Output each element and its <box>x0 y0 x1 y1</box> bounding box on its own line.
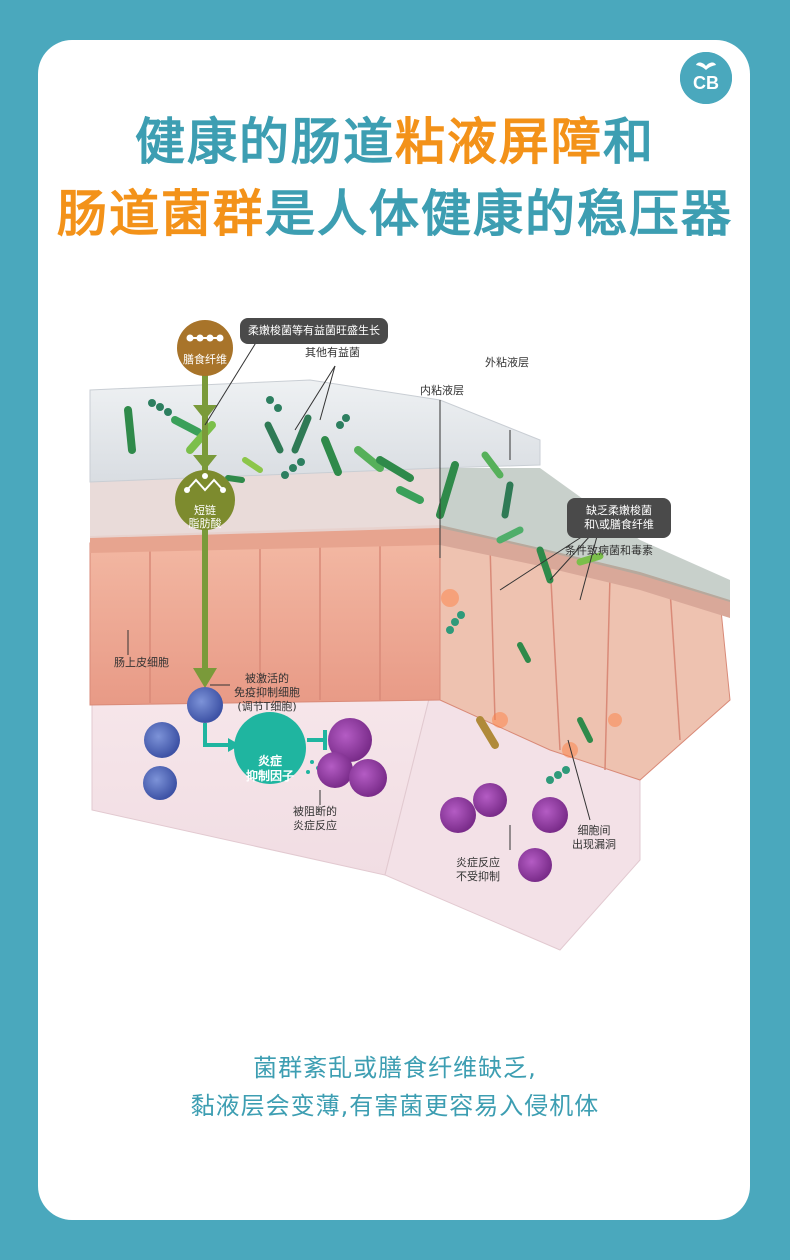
beneficial-bacteria <box>124 406 514 519</box>
cb-leaf-logo: CB <box>680 52 732 104</box>
outer-mucus-label: 外粘液层 <box>485 356 529 369</box>
uncontrolled-inflammation-label: 炎症反应 不受抑制 <box>456 856 500 884</box>
inner-mucus-label: 内粘液层 <box>420 384 464 397</box>
epithelial-cell-label: 肠上皮细胞 <box>114 656 169 669</box>
mucus-inner-left <box>90 465 440 538</box>
microvilli-left <box>90 525 440 553</box>
cell-gap-label-line-1: 细胞间 <box>577 824 611 837</box>
treg-label: 被激活的 免疫抑制细胞 (调节T细胞) <box>234 672 300 714</box>
uncontrolled-label-line-1: 炎症反应 <box>456 856 500 869</box>
beneficial-bacteria-note: 柔嫩梭菌等有益菌旺盛生长 <box>240 318 388 344</box>
gut-barrier-illustration: 柔嫩梭菌等有益菌旺盛生长 膳食纤维 其他有益菌 内粘液层 外粘液层 短链 脂肪酸… <box>80 300 750 980</box>
logo-text: CB <box>693 73 719 93</box>
treg-label-line-2: 免疫抑制细胞 <box>234 686 300 699</box>
headline-part: 是人体健康的稳压器 <box>265 185 733 243</box>
scfa-label-line-1: 短链 <box>194 504 216 517</box>
pathogenic-bacteria <box>476 526 604 749</box>
inhibitory-factor <box>234 712 306 784</box>
cell-gap-label: 细胞间 出现漏洞 <box>572 824 616 852</box>
headline-line-2: 肠道菌群是人体健康的稳压器 <box>0 184 790 244</box>
blocked-inflammatory-cells <box>317 718 387 797</box>
mucus-outer-left <box>89 379 541 483</box>
inflammation-glow <box>441 589 622 758</box>
factor-label-line-1: 炎症 <box>257 754 282 768</box>
headline-highlight: 粘液屏障 <box>395 113 603 171</box>
cell-gap-label-line-2: 出现漏洞 <box>572 838 616 851</box>
headline-part: 健康的肠道 <box>135 113 395 171</box>
pathogens-label: 条件致病菌和毒素 <box>565 544 653 557</box>
caption-line-1: 菌群紊乱或膳食纤维缺乏, <box>253 1054 537 1082</box>
fiber-label: 膳食纤维 <box>183 353 227 366</box>
uncontrolled-inflammatory-cells <box>440 783 568 882</box>
scfa-label: 短链 脂肪酸 <box>175 504 235 530</box>
microvilli-right <box>440 525 730 618</box>
other-beneficial-label: 其他有益菌 <box>305 346 360 359</box>
treg-cell <box>187 687 223 723</box>
caption-line-2: 黏液层会变薄,有害菌更容易入侵机体 <box>190 1092 600 1120</box>
blocked-inflammation-label: 被阻断的 炎症反应 <box>293 805 337 833</box>
factor-label: 炎症 抑制因子 <box>238 754 302 784</box>
illustration-drawing <box>89 320 731 951</box>
blocked-label-line-2: 炎症反应 <box>293 819 337 832</box>
lack-note: 缺乏柔嫩梭菌 和\或膳食纤维 <box>567 498 671 538</box>
streptococci <box>148 396 350 479</box>
headline-part: 和 <box>603 113 655 171</box>
scfa-node <box>175 470 235 530</box>
factor-label-line-2: 抑制因子 <box>245 769 294 783</box>
headline-line-1: 健康的肠道粘液屏障和 <box>0 112 790 172</box>
headline-highlight: 肠道菌群 <box>57 185 265 243</box>
treg-label-line-3: (调节T细胞) <box>237 700 297 713</box>
lack-note-line-1: 缺乏柔嫩梭菌 <box>586 504 652 517</box>
uncontrolled-label-line-2: 不受抑制 <box>456 870 500 883</box>
blocked-label-line-1: 被阻断的 <box>293 805 337 818</box>
scfa-label-line-2: 脂肪酸 <box>188 517 222 530</box>
treg-label-line-1: 被激活的 <box>245 672 289 685</box>
fiber-node <box>177 320 233 376</box>
lack-note-line-2: 和\或膳食纤维 <box>584 518 654 531</box>
blue-immune-cells <box>143 722 180 800</box>
